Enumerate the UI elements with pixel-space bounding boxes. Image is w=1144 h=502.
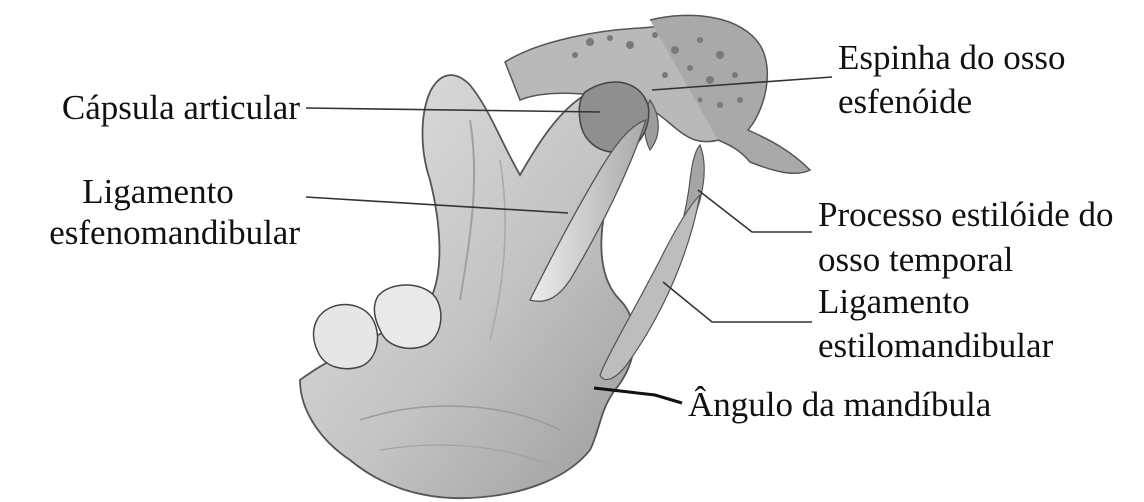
label-espinha-line1: Espinha do osso	[838, 38, 1066, 78]
label-capsula-articular: Cápsula articular	[28, 88, 300, 128]
label-processo-line2: osso temporal	[818, 240, 1013, 280]
label-estilomandibular-line1: Ligamento	[818, 282, 970, 322]
leader-estilo	[663, 282, 812, 322]
label-processo-line1: Processo estilóide do	[818, 195, 1114, 235]
stylomandibular-ligament	[600, 195, 700, 380]
label-espinha-line2: esfenóide	[838, 82, 972, 122]
leader-processo	[698, 190, 812, 232]
mandible	[300, 75, 649, 498]
label-estilomandibular-line2: estilomandibular	[818, 326, 1053, 366]
label-angulo-mandibula: Ângulo da mandíbula	[688, 385, 991, 425]
label-ligamento-esfeno-line2: esfenomandibular	[10, 213, 300, 253]
label-ligamento-esfeno-line1: Ligamento	[28, 172, 288, 212]
